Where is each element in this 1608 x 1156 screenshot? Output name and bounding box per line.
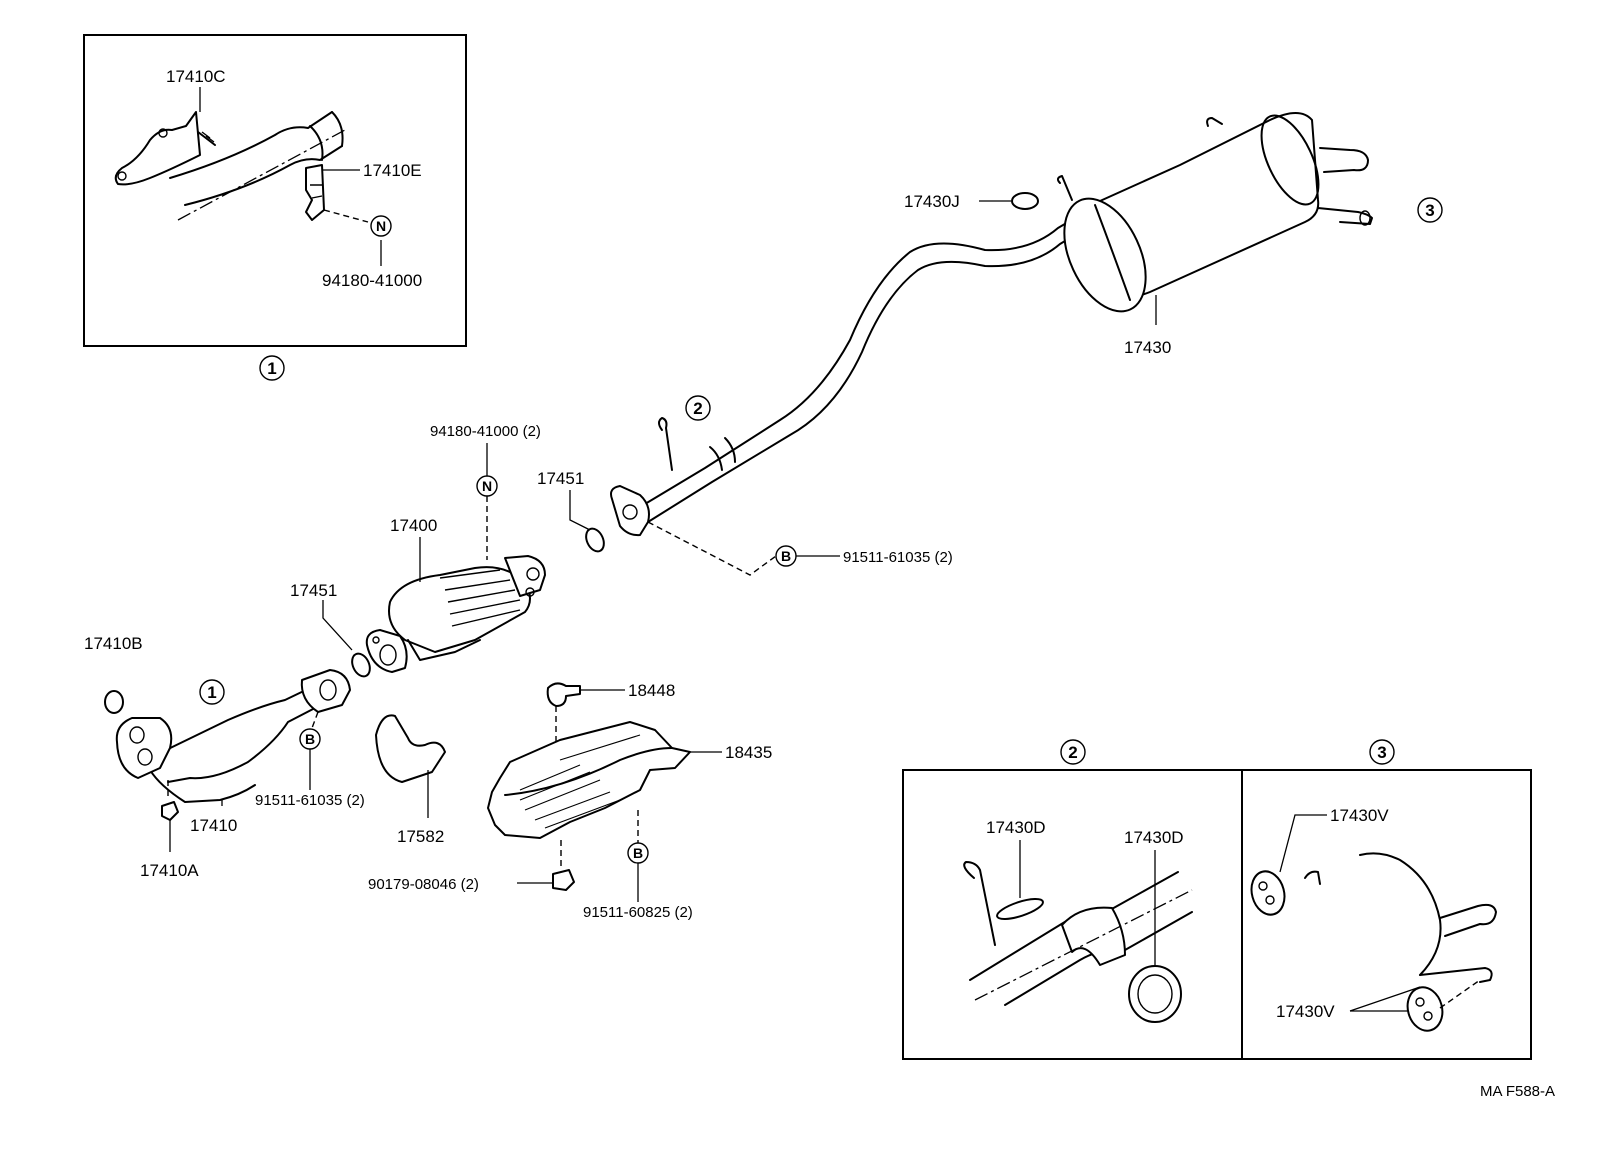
label-94180-41000: 94180-41000: [322, 271, 422, 290]
hanger-rod-2: [658, 417, 673, 471]
rubber-hanger-17430V-top: [1250, 870, 1286, 916]
label-17410A: 17410A: [140, 861, 199, 880]
label-17400: 17400: [390, 516, 437, 535]
svg-text:B: B: [633, 845, 643, 861]
tail-pipe: [1319, 147, 1369, 173]
center-pipe-top: [639, 214, 1081, 508]
svg-text:3: 3: [1425, 201, 1434, 220]
label-90179-08046: 90179-08046 (2): [368, 876, 479, 893]
detail-3-tail-pipe: [1439, 903, 1497, 937]
gasket-17430J: [1011, 192, 1039, 210]
callout-3-detail: [1369, 739, 1395, 765]
svg-text:N: N: [482, 478, 492, 494]
label-17430D-right: 17430D: [1124, 828, 1184, 847]
detail-1-inset: N 17410C 17410E 94180-41000: [83, 34, 467, 347]
label-17430V-top: 17430V: [1330, 806, 1389, 825]
muffler-front-cap: [1063, 197, 1147, 313]
label-17430D-left: 17430D: [986, 818, 1046, 837]
gasket-17410B: [104, 690, 124, 714]
label-91511-61035-upper: 91511-61035 (2): [843, 549, 953, 566]
label-17451-lower: 17451: [290, 581, 337, 600]
detail-2-frame: [902, 769, 1243, 1060]
label-94180-41000-2: 94180-41000 (2): [430, 423, 541, 440]
bracket-17582: [375, 714, 446, 783]
gasket-17451-upper: [585, 527, 605, 553]
detail-3-inset: [1241, 769, 1532, 1060]
catalytic-converter-17400: [365, 555, 546, 673]
bracket-17410C: [114, 111, 201, 186]
nut-90179: [552, 869, 575, 891]
callout-1-main: [199, 679, 225, 705]
detail-3-muffler-outline: [1359, 852, 1442, 976]
converter-rear-flange: [504, 555, 546, 597]
detail-1-pipe-bottom: [184, 145, 343, 206]
svg-text:2: 2: [693, 399, 702, 418]
detail-1-pipe-top: [169, 111, 333, 179]
front-pipe-manifold-flange: [115, 717, 173, 779]
label-18435: 18435: [725, 743, 772, 762]
tail-pipe-assembly: [610, 112, 1373, 537]
callout-2-main: [685, 395, 711, 421]
label-17451-upper: 17451: [537, 469, 584, 488]
muffler-hanger-front: [1056, 175, 1073, 201]
label-17582: 17582: [397, 827, 444, 846]
detail-3-frame: [1241, 769, 1532, 1060]
detail-2-sleeve: [1061, 906, 1126, 966]
svg-text:B: B: [781, 548, 791, 564]
label-17430V-bottom: 17430V: [1276, 1002, 1335, 1021]
diagram-code: MA F588-A: [1480, 1083, 1555, 1100]
heat-shield-18435: [487, 721, 691, 839]
label-17430J: 17430J: [904, 192, 960, 211]
label-91511-61035-lower: 91511-61035 (2): [255, 792, 365, 809]
svg-text:B: B: [305, 731, 315, 747]
svg-text:3: 3: [1377, 743, 1386, 762]
svg-text:1: 1: [267, 359, 276, 378]
label-91511-60825: 91511-60825 (2): [583, 904, 693, 921]
callout-3-main: [1417, 197, 1443, 223]
label-18448: 18448: [628, 681, 675, 700]
converter-front-flange: [365, 629, 408, 673]
detail-2-inset: [902, 769, 1243, 1060]
label-17410C: 17410C: [166, 67, 226, 86]
detail-2-hanger-rod: [963, 861, 996, 946]
front-pipe-17410: [115, 669, 351, 803]
detail-2-ring-small: [996, 898, 1044, 920]
callout-2-detail: [1060, 739, 1086, 765]
svg-text:1: 1: [207, 683, 216, 702]
bolt: [197, 131, 216, 146]
center-pipe-flange: [610, 485, 650, 537]
nut-17410A: [161, 801, 179, 821]
label-17410B: 17410B: [84, 634, 143, 653]
hanger-17410E: [305, 164, 325, 221]
detail-1-frame: [83, 34, 467, 347]
muffler-hanger-rear: [1317, 207, 1373, 225]
svg-text:2: 2: [1068, 743, 1077, 762]
front-pipe-rear-flange: [300, 669, 351, 713]
label-17410: 17410: [190, 816, 237, 835]
label-17410E: 17410E: [363, 161, 422, 180]
label-17430: 17430: [1124, 338, 1171, 357]
center-pipe-bottom: [647, 231, 1081, 523]
svg-text:N: N: [376, 218, 386, 234]
rubber-hanger-17430V-bottom: [1406, 986, 1444, 1032]
gasket-17451-lower: [351, 652, 371, 678]
clip-18448: [546, 682, 581, 707]
callout-N-detail1: [370, 215, 392, 237]
callout-1-detail: [259, 355, 285, 381]
